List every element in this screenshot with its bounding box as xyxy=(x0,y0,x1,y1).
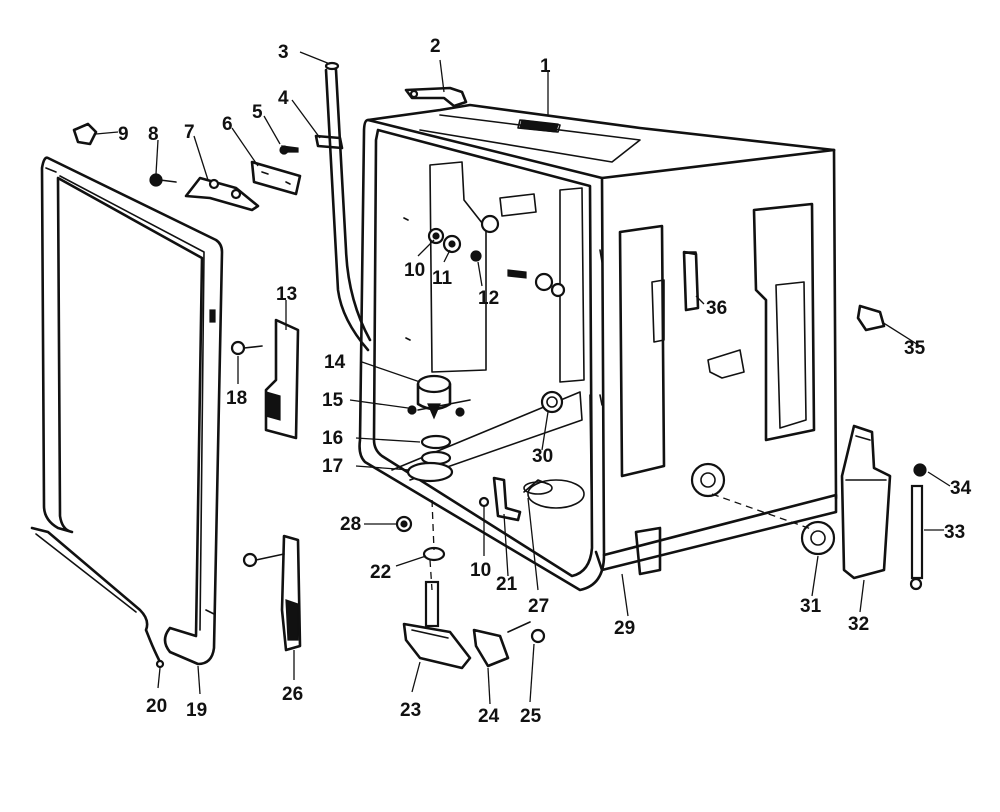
callout-34: 34 xyxy=(950,478,972,499)
callout-29: 29 xyxy=(614,618,635,639)
callout-21: 21 xyxy=(496,574,518,595)
vent-tube xyxy=(324,61,372,352)
callout-12: 12 xyxy=(478,288,499,309)
callout-15: 15 xyxy=(322,390,344,411)
callout-18: 18 xyxy=(226,388,247,409)
callout-2: 2 xyxy=(430,36,441,57)
callout-22: 22 xyxy=(370,562,391,583)
callout-28: 28 xyxy=(340,514,361,535)
callout-31: 31 xyxy=(800,596,822,617)
callout-labels: 1 2 3 4 5 6 7 8 9 10 10 11 12 13 14 15 1… xyxy=(118,36,972,727)
callout-20: 20 xyxy=(146,696,167,717)
callout-13: 13 xyxy=(276,284,297,305)
callout-25: 25 xyxy=(520,706,542,727)
callout-19: 19 xyxy=(186,700,207,721)
callout-30: 30 xyxy=(532,446,553,467)
callout-4: 4 xyxy=(278,88,289,109)
callout-14: 14 xyxy=(324,352,346,373)
callout-32: 32 xyxy=(848,614,869,635)
tub-assembly xyxy=(358,103,838,592)
callout-8: 8 xyxy=(148,124,159,145)
door-rod xyxy=(30,526,165,669)
callout-33: 33 xyxy=(944,522,965,543)
callout-23: 23 xyxy=(400,700,421,721)
callout-1: 1 xyxy=(540,56,551,77)
callout-35: 35 xyxy=(904,338,926,359)
callout-3: 3 xyxy=(278,42,289,63)
door-panel xyxy=(40,156,224,666)
callout-36: 36 xyxy=(706,298,727,319)
callout-16: 16 xyxy=(322,428,343,449)
callout-5: 5 xyxy=(252,102,263,123)
callout-27: 27 xyxy=(528,596,549,617)
callout-10b: 10 xyxy=(470,560,491,581)
callout-9: 9 xyxy=(118,124,129,145)
callout-17: 17 xyxy=(322,456,343,477)
callout-11: 11 xyxy=(432,268,453,289)
callout-10a: 10 xyxy=(404,260,425,281)
callout-24: 24 xyxy=(478,706,500,727)
leader-lines xyxy=(95,51,951,705)
callout-6: 6 xyxy=(222,114,233,135)
callout-26: 26 xyxy=(282,684,303,705)
callout-7: 7 xyxy=(184,122,195,143)
hardware-parts xyxy=(72,86,927,670)
assembly-guides xyxy=(429,493,815,591)
